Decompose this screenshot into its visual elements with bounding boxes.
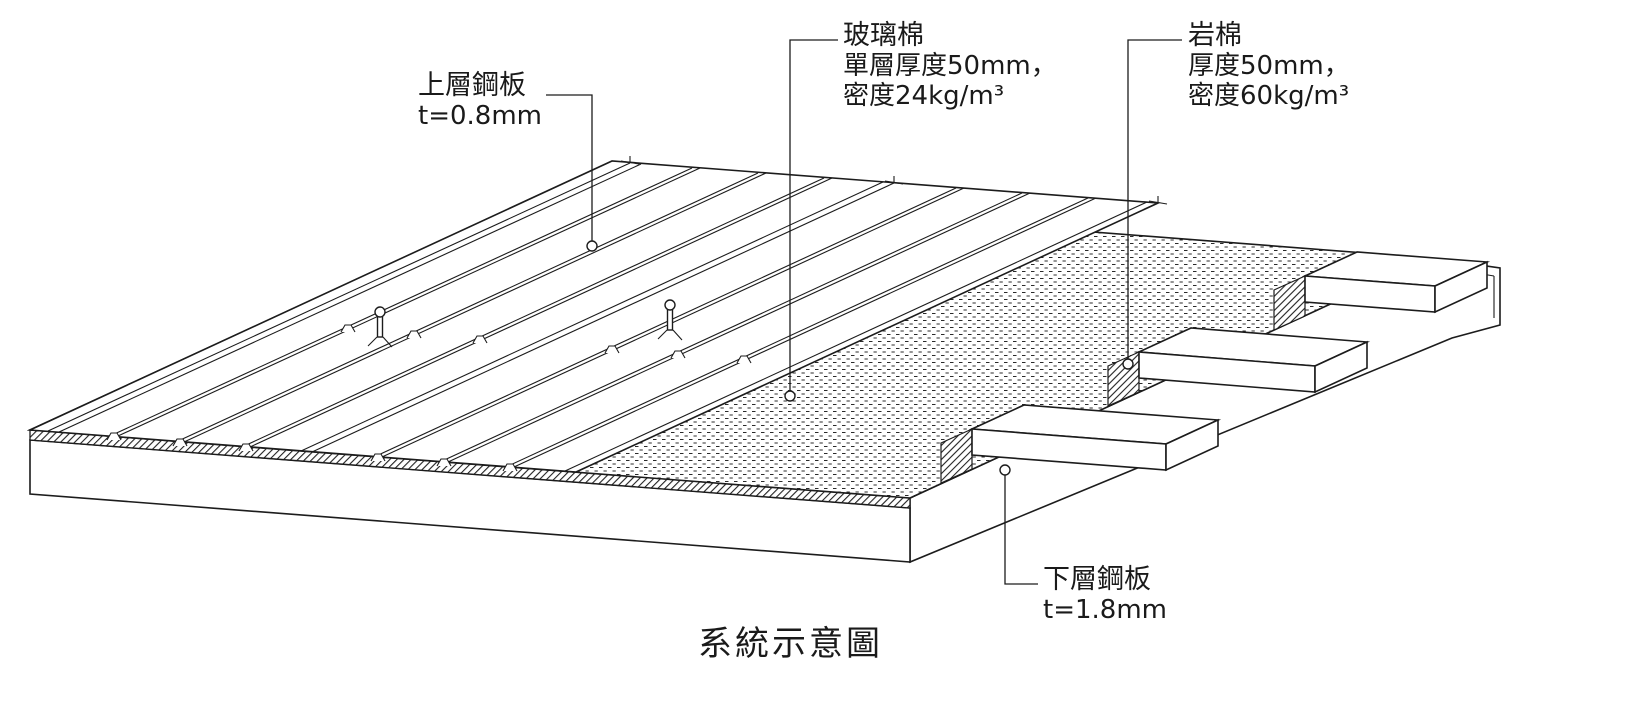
leader-upper-steel: [546, 94, 598, 252]
label-upper-steel-name: 上層鋼板: [418, 70, 526, 101]
panel-end-profiles: [106, 432, 518, 472]
label-glass-wool-name: 玻璃棉: [843, 20, 924, 51]
leader-node: [999, 464, 1011, 476]
label-rock-wool-name: 岩棉: [1188, 20, 1242, 51]
label-rock-wool: 岩棉 厚度50mm， 密度60kg/m³: [1188, 20, 1350, 112]
leader-node: [586, 240, 598, 252]
rock-wool-strip: [1273, 275, 1306, 331]
panel-ribs: [109, 167, 1097, 468]
fastener-clip: [367, 306, 393, 348]
upper-panels: [26, 156, 1168, 473]
leader-node: [784, 390, 796, 402]
label-upper-steel-plate: 上層鋼板 t=0.8mm: [418, 70, 542, 131]
diagram-title: 系統示意圖: [698, 624, 883, 664]
label-glass-wool-spec1: 單層厚度50mm，: [843, 51, 1057, 82]
label-lower-steel-name: 下層鋼板: [1043, 564, 1151, 595]
leader-glass-wool: [784, 39, 838, 402]
label-lower-steel-spec: t=1.8mm: [1043, 595, 1167, 626]
standing-seam: [300, 176, 904, 453]
label-lower-steel-plate: 下層鋼板 t=1.8mm: [1043, 564, 1167, 625]
label-glass-wool: 玻璃棉 單層厚度50mm， 密度24kg/m³: [843, 20, 1057, 112]
rock-wool-strip: [940, 428, 973, 484]
fastener-clip: [657, 299, 683, 341]
label-glass-wool-spec2: 密度24kg/m³: [843, 81, 1005, 112]
label-rock-wool-spec1: 厚度50mm，: [1188, 51, 1350, 82]
rock-wool-ribs: [940, 251, 1491, 484]
leader-lower-steel: [999, 464, 1038, 585]
leader-rock-wool: [1122, 39, 1182, 370]
standing-seam: [564, 196, 1168, 472]
label-upper-steel-spec: t=0.8mm: [418, 101, 542, 132]
standing-seam: [47, 156, 642, 433]
panel-lap-profiles: [340, 324, 752, 364]
leader-node: [1122, 358, 1134, 370]
label-rock-wool-spec2: 密度60kg/m³: [1188, 81, 1350, 112]
